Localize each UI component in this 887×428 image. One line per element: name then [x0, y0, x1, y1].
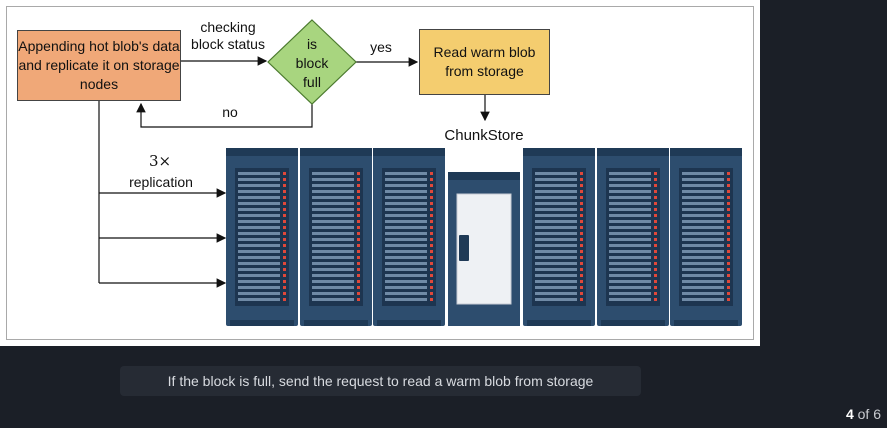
replication-label: replication	[129, 174, 193, 190]
server-rack	[373, 148, 445, 326]
no-label: no	[222, 104, 238, 120]
decision-diamond	[267, 19, 357, 105]
pager-total: 6	[873, 406, 881, 422]
slide-frame: Appending hot blob's data and replicate …	[0, 0, 760, 346]
chunkstore-label: ChunkStore	[444, 127, 524, 144]
slide-caption: If the block is full, send the request t…	[120, 366, 641, 396]
server-rack	[597, 148, 669, 326]
arrow-no	[136, 102, 313, 128]
server-rack	[300, 148, 372, 326]
decision-line2: block	[295, 55, 329, 71]
server-rack-group	[226, 148, 742, 326]
server-rack	[523, 148, 595, 326]
pager-current: 4	[845, 406, 854, 422]
yes-label: yes	[370, 39, 392, 55]
replication-count: 3×	[148, 152, 172, 170]
decision-line3: full	[303, 74, 321, 90]
check-label-line1: checking	[200, 19, 256, 35]
server-rack	[670, 148, 742, 326]
slide-pager: 4 of 6	[845, 406, 881, 422]
diagram-graphics	[98, 19, 742, 326]
server-rack	[226, 148, 298, 326]
check-label-line2: block status	[191, 36, 265, 52]
storage-cabinet	[448, 172, 520, 326]
check-label: checking block status	[187, 19, 269, 53]
read-node: Read warm blob from storage	[419, 29, 550, 95]
decision-label: is block full	[276, 35, 348, 92]
append-node: Appending hot blob's data and replicate …	[17, 30, 181, 101]
decision-line1: is	[306, 36, 318, 52]
